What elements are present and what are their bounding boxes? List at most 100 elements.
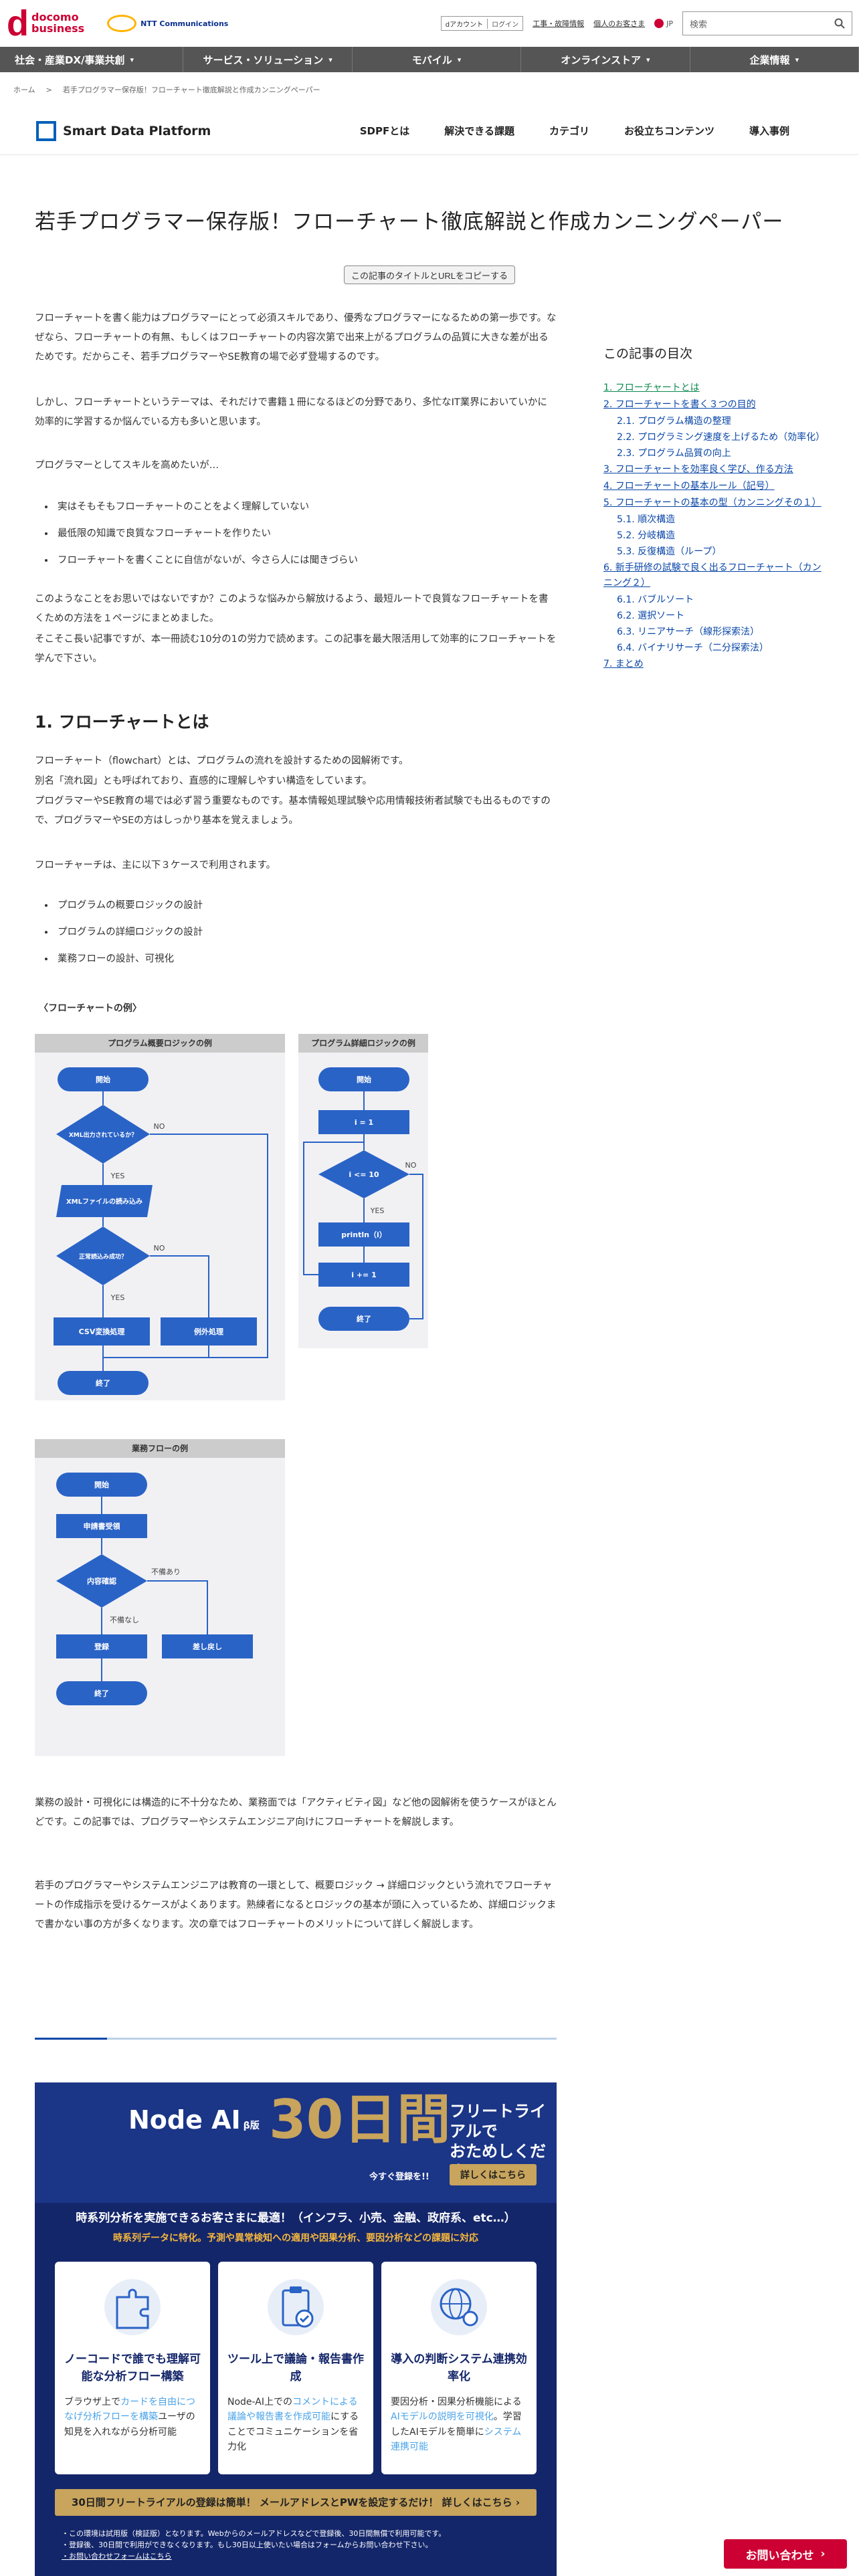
card-text: 要因分析・因果分析機能による	[391, 2397, 522, 2407]
flowchart-detail-figure: プログラム詳細ロジックの例 開始 i = 1 i <= 10 println（i…	[298, 1034, 428, 1348]
toc-item[interactable]: 5.3. 反復構造（ループ）	[617, 546, 722, 557]
process-receive	[56, 1514, 147, 1538]
clipboard-check-icon	[264, 2275, 328, 2339]
chevron-right-icon: ›	[820, 2547, 826, 2561]
card-body: 要因分析・因果分析機能による AIモデルの説明を可視化。学習したAIモデルを簡単に…	[391, 2395, 527, 2455]
start-terminal	[58, 1067, 149, 1091]
card-title: 導入の判断システム連携効率化	[391, 2353, 527, 2383]
note-line: ・登録後、30日間で利用ができなくなります。もし30日以上使いたい場合はフォーム…	[62, 2541, 433, 2550]
construction-info-link[interactable]: 工事・故障情報	[533, 19, 585, 28]
end-terminal	[56, 1681, 147, 1705]
card-body: ブラウザ上でカードを自由につなげ分析フローを構築ユーザの知見を入れながら分析可能	[64, 2395, 201, 2440]
toc-item[interactable]: 3. フローチャートを効率良く学び、作る方法	[603, 464, 793, 475]
sdp-nav-contents[interactable]: お役立ちコンテンツ	[624, 125, 714, 137]
figure-title: 業務フローの例	[35, 1439, 285, 1458]
banner-detail-button[interactable]: 詳しくはこちら	[450, 2164, 537, 2185]
search-input[interactable]: 検索	[682, 11, 852, 35]
yes-label: YES	[370, 1206, 385, 1215]
toc-item[interactable]: 5.1. 順次構造	[617, 514, 676, 525]
end-label: 終了	[96, 1378, 110, 1388]
contact-button[interactable]: お問い合わせ›	[724, 2539, 847, 2569]
card-text: にすることでコミュニケーションを省力化	[227, 2411, 359, 2453]
section1-paragraph-2: 別名「流れ図」とも呼ばれており、直感的に理解しやすい構造をしています。	[35, 776, 373, 786]
decision-check	[56, 1554, 147, 1608]
ntt-mark-icon	[107, 15, 137, 32]
sdp-nav-category[interactable]: カテゴリ	[549, 125, 589, 137]
yes-label: YES	[110, 1293, 125, 1302]
banner-target-line: 時系列分析を実施できるお客さまに最適！（インフラ、小売、金融、政府系、etc…）	[76, 2212, 516, 2225]
card-highlight: コメントによる議論や報告書を作成可能	[227, 2397, 358, 2423]
toc-item[interactable]: 2.2. プログラミング速度を上げるため（効率化）	[617, 432, 826, 443]
yes-label: YES	[110, 1172, 125, 1180]
puzzle-icon	[100, 2275, 165, 2339]
globe-gear-icon	[427, 2275, 491, 2339]
trial-cta-button[interactable]: 30日間フリートライアルの登録は簡単！ メールアドレスとPWを設定するだけ！ 詳…	[55, 2489, 537, 2516]
end-label: 終了	[357, 1314, 371, 1323]
daccount-login[interactable]: dアカウント ログイン	[440, 16, 524, 31]
login-link[interactable]: ログイン	[487, 18, 522, 29]
section-divider	[35, 2038, 557, 2040]
process-return	[162, 1634, 253, 1658]
sdp-nav-cases[interactable]: 導入事例	[749, 125, 789, 137]
ng-label: 不備あり	[151, 1568, 181, 1576]
toc-item[interactable]: 4. フローチャートの基本ルール（記号）	[603, 481, 775, 492]
inc-label: i += 1	[351, 1271, 377, 1279]
nav-item-services[interactable]: サービス・ソリューション▾	[183, 47, 353, 72]
language-switch[interactable]: JP	[654, 19, 673, 28]
arrow	[409, 1174, 423, 1319]
sdp-square-icon	[36, 120, 56, 141]
toc-item[interactable]: 2.3. プログラム品質の向上	[617, 448, 731, 459]
process-csv-label: CSV変換処理	[79, 1327, 125, 1336]
chevron-down-icon: ▾	[130, 55, 134, 64]
toc-item[interactable]: 1. フローチャートとは	[603, 383, 700, 393]
search-icon[interactable]	[834, 18, 845, 29]
card-text: 。学習したAIモデルを簡単に	[391, 2411, 522, 2438]
product-sub: β版	[243, 2121, 260, 2131]
flowchart-overview-figure: プログラム概要ロジックの例 開始 XML出力されているか？ XMLファイルの読み…	[35, 1034, 285, 1400]
flowchart-overview-diagram: 開始 XML出力されているか？ XMLファイルの読み込み 正常読込み成功？ CS…	[54, 1067, 268, 1395]
ntt-logo[interactable]: NTT Communications	[107, 15, 228, 32]
private-customer-link[interactable]: 個人のお客さま	[593, 19, 646, 28]
toc-item[interactable]: 2. フローチャートを書く３つの目的	[603, 399, 756, 410]
sdp-logo[interactable]: Smart Data Platform	[36, 120, 211, 141]
toc-item[interactable]: 7. まとめ	[603, 659, 644, 669]
copy-title-url-button[interactable]: この記事のタイトルとURLをコピーする	[344, 265, 515, 284]
sdp-nav-about[interactable]: SDPFとは	[359, 125, 410, 137]
toc-item[interactable]: 6.2. 選択ソート	[617, 611, 685, 621]
contact-form-link[interactable]: ・お問い合わせフォームはこちら	[62, 2552, 172, 2561]
toc-item[interactable]: 6.4. バイナリサーチ（二分探索法）	[617, 643, 769, 653]
breadcrumb-home[interactable]: ホーム	[13, 86, 35, 94]
arrow	[150, 1255, 209, 1317]
days-headline: 30日間	[269, 2088, 451, 2151]
sdp-nav: SDPFとは 解決できる課題 カテゴリ お役立ちコンテンツ 導入事例	[343, 124, 807, 138]
list-item: 業務フローの設計、可視化	[55, 946, 203, 972]
start-label: 開始	[94, 1480, 109, 1489]
figure-title: プログラム詳細ロジックの例	[298, 1034, 428, 1053]
toc-item[interactable]: 6.1. バブルソート	[617, 595, 694, 605]
note-line: ・この環境は試用版（検証版）となります。Webからのメールアドレスなどで登録後、…	[62, 2529, 446, 2538]
brand-docomo: docomo	[31, 11, 79, 24]
cond-label: i <= 10	[349, 1170, 379, 1179]
nav-item-dx[interactable]: 社会・産業DX/事業共創▾	[0, 47, 184, 72]
toc-item[interactable]: 2.1. プログラム構造の整理	[617, 416, 731, 427]
toc-item[interactable]: 6. 新手研修の試験で良く出るフローチャート（カンニング２）	[603, 562, 822, 588]
chevron-down-icon: ▾	[795, 55, 799, 64]
toc-item[interactable]: 6.3. リニアサーチ（線形探索法）	[617, 627, 760, 637]
card-highlight: システム連携可能	[391, 2426, 522, 2453]
card-highlight: AIモデルの説明を可視化	[391, 2411, 494, 2423]
nav-item-store[interactable]: オンラインストア▾	[521, 47, 690, 72]
sdp-nav-issues[interactable]: 解決できる課題	[444, 125, 514, 137]
card-highlight: カードを自由につなげ分析フローを構築	[64, 2397, 195, 2423]
process-exception	[161, 1317, 257, 1346]
nav-label: オンラインストア	[561, 53, 641, 66]
toc-item[interactable]: 5. フローチャートの基本の型（カンニングその１）	[603, 498, 822, 508]
nav-item-mobile[interactable]: モバイル▾	[353, 47, 522, 72]
sdp-header: Smart Data Platform SDPFとは 解決できる課題 カテゴリ …	[0, 107, 859, 155]
toc-item[interactable]: 5.2. 分岐構造	[617, 530, 676, 541]
chevron-down-icon: ▾	[457, 55, 462, 64]
nav-item-company[interactable]: 企業情報▾	[690, 47, 859, 72]
section1-paragraph-4: フローチャーチは、主に以下３ケースで利用されます。	[35, 860, 276, 871]
